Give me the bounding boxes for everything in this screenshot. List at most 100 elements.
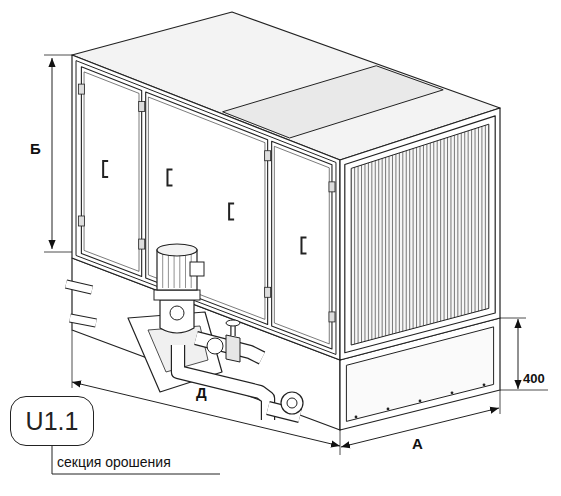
coil-fin — [426, 144, 427, 325]
coil-fin — [378, 160, 379, 338]
valve-stem — [230, 325, 235, 336]
coil — [351, 124, 489, 345]
screw — [451, 391, 454, 394]
coil-fin — [361, 165, 362, 342]
coil-fin — [433, 142, 434, 323]
pump-volute — [170, 306, 184, 320]
extension-line — [500, 318, 526, 319]
coil-fin — [478, 128, 479, 312]
door-handle — [229, 204, 234, 220]
coil-fin — [423, 145, 424, 326]
hinge — [139, 102, 145, 112]
pipe-stub — [66, 284, 92, 290]
section-callout: U1.1 — [10, 396, 94, 446]
pipe-stub — [66, 284, 92, 290]
coil-fin — [385, 157, 386, 336]
motor-rib — [174, 252, 175, 288]
coil-fin — [409, 150, 410, 330]
front-frame — [76, 61, 336, 355]
coil-fin — [471, 130, 472, 313]
coil-fin — [358, 166, 359, 343]
coil-fin — [413, 149, 414, 329]
screw — [483, 383, 486, 386]
door-handle — [301, 238, 306, 254]
valve-stem — [232, 325, 235, 336]
extension-line — [44, 252, 72, 253]
extension-line — [500, 390, 548, 391]
section-caption: секция орошения — [57, 455, 171, 470]
screw — [355, 416, 358, 419]
coil-fin — [440, 140, 441, 322]
flange — [207, 338, 223, 354]
pump-body — [160, 300, 194, 333]
door-panel — [272, 141, 332, 349]
coil-fin — [399, 153, 400, 332]
dimension-line — [72, 382, 340, 446]
hinge — [329, 182, 335, 192]
leader-line — [52, 446, 220, 474]
coil-fin — [461, 133, 462, 316]
coil-fin — [481, 126, 482, 310]
housing-end — [340, 108, 500, 360]
coil-fin — [406, 151, 407, 331]
pipe-stub — [70, 318, 96, 323]
door-handle — [167, 170, 172, 186]
coil-fin — [395, 154, 396, 333]
motor-rib — [179, 252, 180, 288]
coil-fin — [464, 132, 465, 315]
coil-fin — [416, 147, 417, 327]
door-inset — [84, 72, 139, 271]
door-inset — [274, 146, 329, 344]
door-panel — [146, 92, 268, 324]
coil-fin — [402, 152, 403, 331]
dimension-label: Б — [30, 141, 41, 158]
coil-frame — [345, 116, 495, 353]
terminal-box — [190, 262, 204, 276]
dimension-label: А — [412, 436, 423, 453]
hinge — [265, 287, 271, 297]
dimension-line — [52, 58, 53, 249]
coil-fin — [364, 164, 365, 341]
coil-fin — [430, 143, 431, 324]
coil-fin — [375, 161, 376, 339]
coil-fin — [354, 167, 355, 344]
motor-cap — [157, 244, 197, 256]
coil-fin — [437, 141, 438, 322]
hinge — [265, 151, 271, 161]
coil-fin — [420, 146, 421, 326]
motor-rib — [185, 252, 186, 288]
screw — [387, 408, 390, 411]
coil-fin — [389, 156, 390, 335]
coil-fin — [475, 129, 476, 312]
extension-line — [72, 330, 73, 388]
coil-fin — [457, 134, 458, 316]
coil-fin — [450, 136, 451, 318]
coil-fin — [454, 135, 455, 317]
strainer — [287, 398, 297, 408]
valve-wheel — [226, 320, 240, 326]
coil-fin — [368, 163, 369, 341]
extension-line — [340, 430, 341, 455]
callout-number: U1.1 — [26, 409, 79, 434]
hinge — [139, 239, 145, 249]
coil-fin — [392, 155, 393, 334]
coil-fin — [468, 131, 469, 314]
dimension-label: Д — [196, 385, 207, 402]
valve-body — [226, 335, 240, 362]
coil-fin — [382, 158, 383, 336]
screw — [419, 400, 422, 403]
pipe-stub — [70, 318, 96, 323]
motor-rib — [168, 252, 169, 288]
motor-rib — [162, 252, 163, 288]
roof-panel — [223, 66, 444, 138]
door-handle — [103, 161, 108, 177]
hinge — [329, 312, 335, 322]
extension-line — [44, 55, 72, 56]
motor-flange — [154, 290, 200, 300]
door-panel — [81, 67, 141, 277]
hinge — [78, 84, 84, 94]
door-inset — [148, 97, 265, 319]
hinge — [78, 216, 84, 226]
dimension-line — [518, 319, 519, 389]
coil-fin — [447, 137, 448, 319]
